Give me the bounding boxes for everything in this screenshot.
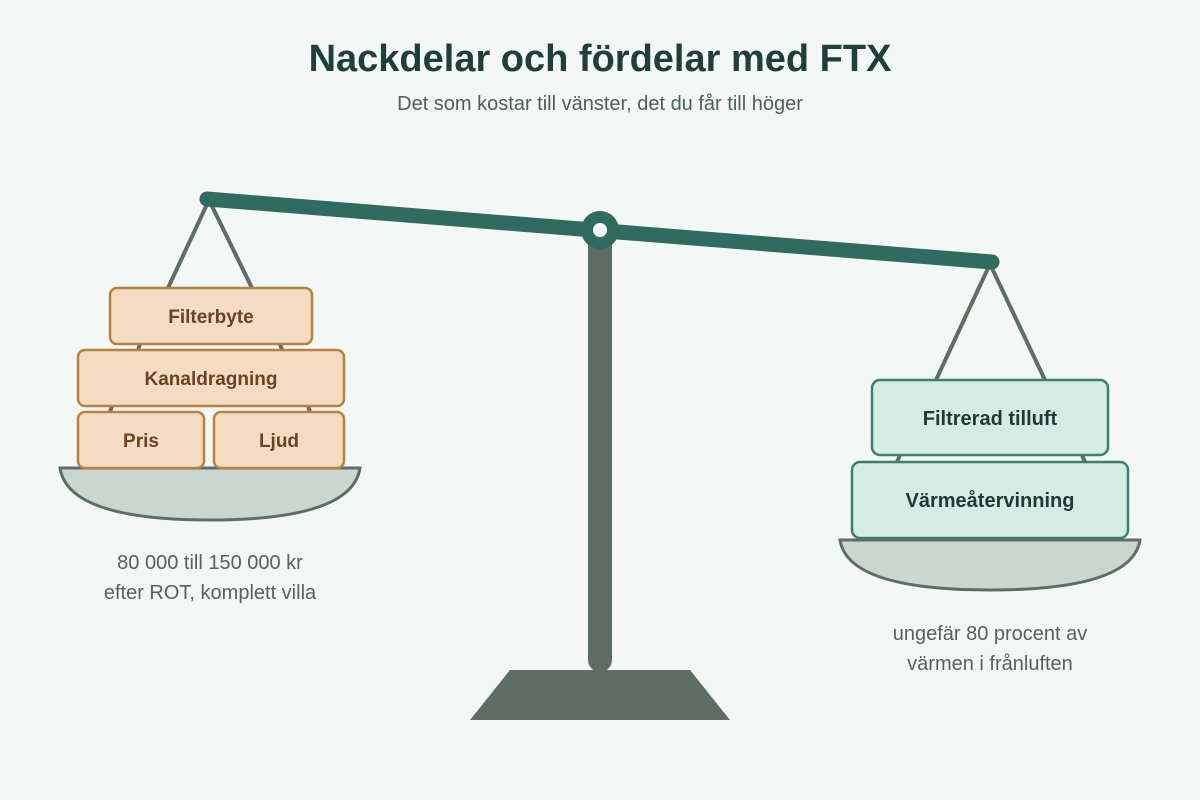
scale-pivot-hole [593, 223, 607, 237]
left-box-pris: Pris [76, 410, 206, 470]
right-pan [838, 538, 1142, 592]
left-box-kanaldragning: Kanaldragning [76, 348, 346, 408]
right-box-label: Värmeåtervinning [906, 489, 1075, 512]
left-rope [166, 199, 211, 289]
left-box-label: Filterbyte [168, 307, 254, 328]
left-caption-line: efter ROT, komplett villa [104, 582, 317, 604]
left-pan [58, 466, 362, 522]
right-box-varmeatervinning: Värmeåtervinning [850, 460, 1130, 540]
left-box-label: Ljud [259, 431, 299, 452]
right-rope [934, 263, 992, 381]
right-caption-line: ungefär 80 procent av [893, 623, 1088, 645]
right-box-filtrerad-tilluft: Filtrerad tilluft [870, 378, 1110, 457]
right-box-label: Filtrerad tilluft [923, 408, 1058, 430]
left-box-filterbyte: Filterbyte [108, 286, 314, 346]
scale-base [470, 670, 730, 720]
right-caption-line: värmen i frånluften [907, 653, 1073, 675]
right-rope [988, 263, 1047, 381]
left-caption-line: 80 000 till 150 000 kr [117, 552, 303, 574]
left-box-ljud: Ljud [212, 410, 346, 470]
left-rope [207, 199, 254, 289]
left-box-label: Pris [123, 431, 159, 452]
left-box-label: Kanaldragning [144, 369, 277, 390]
page-title: Nackdelar och fördelar med FTX [309, 38, 892, 80]
page-subtitle: Det som kostar till vänster, det du får … [397, 93, 803, 115]
